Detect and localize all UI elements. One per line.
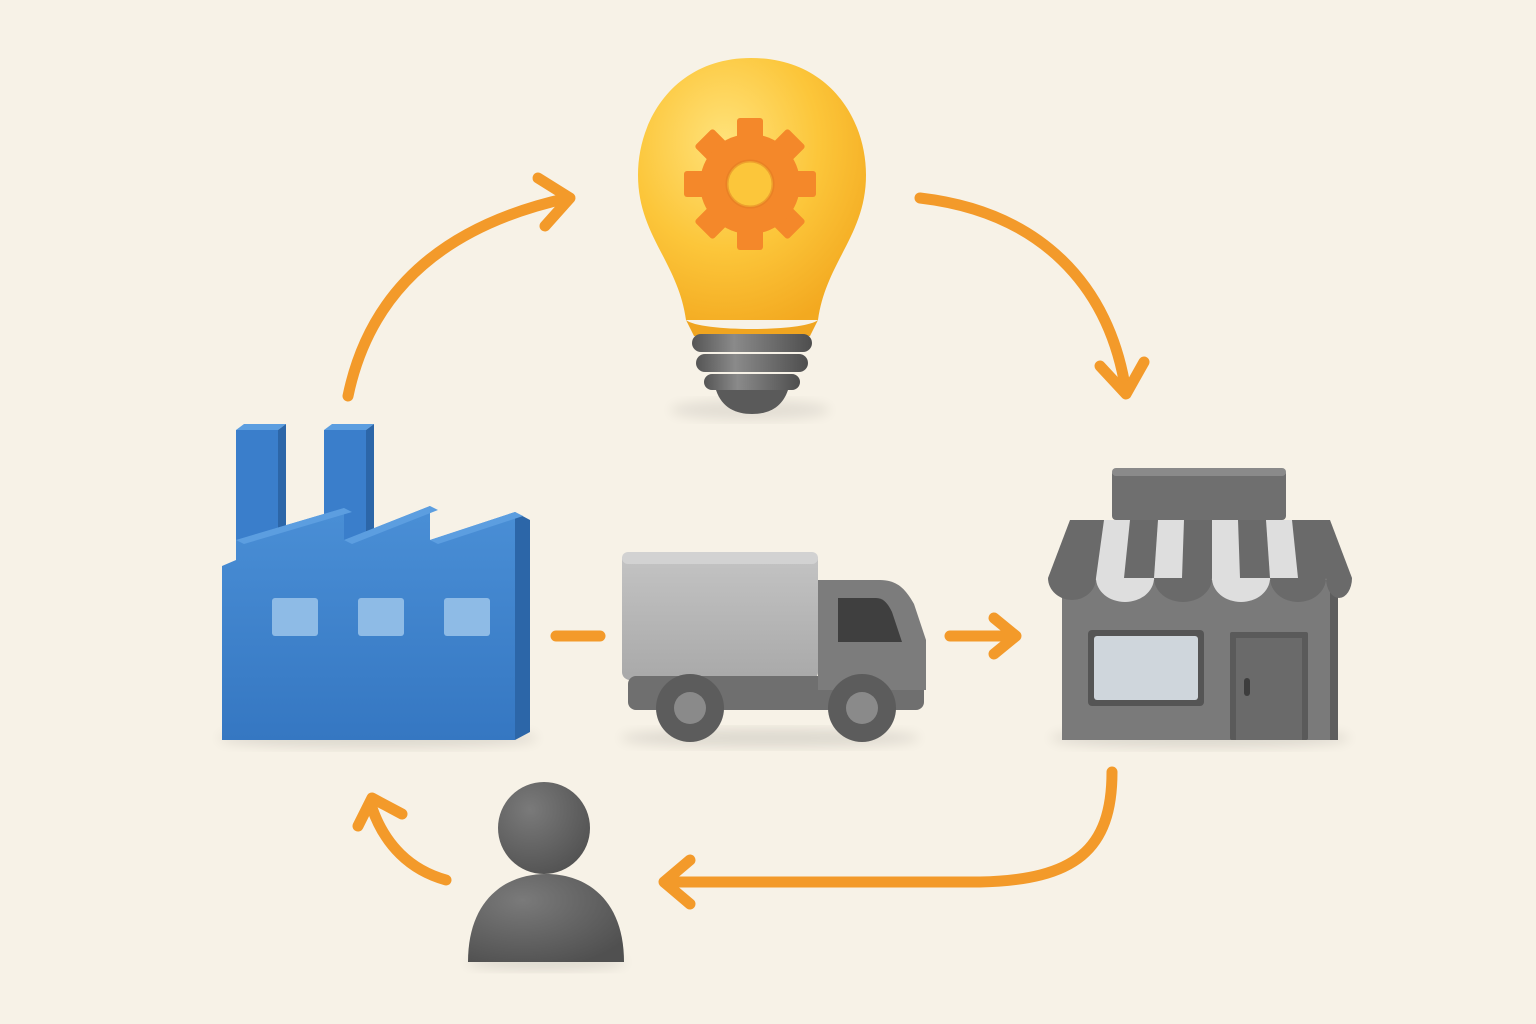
gear-icon — [684, 118, 816, 250]
factory-window — [444, 598, 490, 636]
person-icon — [466, 782, 626, 970]
arrow-customer-to-factory — [352, 792, 452, 886]
delivery-truck-icon — [620, 552, 926, 747]
factory-window — [358, 598, 404, 636]
arrow-truck-to-store — [944, 612, 1022, 660]
truck-wheel — [656, 674, 724, 742]
truck-wheel — [828, 674, 896, 742]
arrow-idea-to-store — [914, 192, 1150, 400]
arrows — [342, 172, 1150, 910]
arrow-store-to-customer — [658, 766, 1118, 910]
arrow-factory-to-idea — [342, 172, 576, 402]
lightbulb-gear-icon — [638, 58, 866, 420]
factory-icon — [218, 424, 538, 748]
factory-window — [272, 598, 318, 636]
storefront-icon — [1048, 468, 1352, 748]
